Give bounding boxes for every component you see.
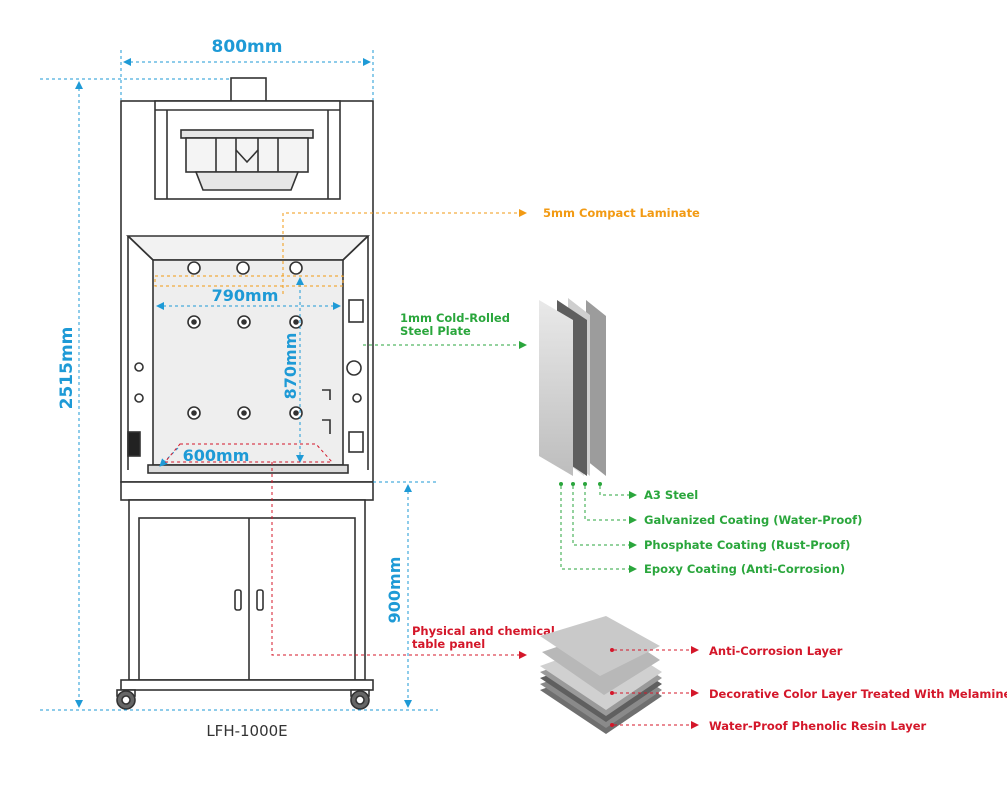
- table-panel-label-line-2: table panel: [412, 637, 485, 651]
- compact-laminate-leader: [154, 209, 527, 294]
- steel-plate-label-line-1: 1mm Cold-Rolled: [400, 311, 510, 325]
- table-panel-label-line-1: Physical and chemical: [412, 624, 555, 638]
- panel-layer-melamine: Decorative Color Layer Treated With Mela…: [709, 687, 1007, 701]
- steel-layer-leaders: [559, 482, 637, 573]
- inner-width-label: 790mm: [212, 286, 279, 305]
- steel-plate-label: 1mm Cold-Rolled Steel Plate: [400, 311, 514, 338]
- countertop: [120, 481, 374, 501]
- gas-valve: [346, 360, 362, 376]
- steel-plate-layers: [539, 298, 606, 476]
- model-name: LFH-1000E: [206, 722, 287, 740]
- steel-layer-phosphate: Phosphate Coating (Rust-Proof): [644, 538, 850, 552]
- dimension-lines: [40, 50, 438, 711]
- inner-height-label: 870mm: [281, 333, 300, 400]
- a3-steel-layer: [586, 300, 606, 476]
- fume-hood: [116, 77, 374, 710]
- casters: [116, 689, 370, 710]
- exhaust-duct: [230, 77, 267, 103]
- panel-layer-anti-corrosion: Anti-Corrosion Layer: [709, 644, 843, 658]
- steel-layer-epoxy: Epoxy Coating (Anti-Corrosion): [644, 562, 845, 576]
- switch-panel: [348, 299, 364, 323]
- steel-layer-galvanized: Galvanized Coating (Water-Proof): [644, 513, 862, 527]
- socket: [348, 431, 364, 453]
- anti-corrosion-layer: [540, 616, 660, 676]
- panel-layer-phenolic: Water-Proof Phenolic Resin Layer: [709, 719, 927, 733]
- height-overall-label: 2515mm: [57, 327, 77, 410]
- table-panel-leader: [163, 443, 527, 659]
- panel-layer-leaders: [610, 646, 699, 729]
- table-panel-label: Physical and chemical table panel: [412, 624, 559, 651]
- cabinet-height-label: 900mm: [385, 557, 404, 624]
- width-overall-label: 800mm: [212, 37, 283, 57]
- compact-laminate-label: 5mm Compact Laminate: [543, 206, 700, 220]
- sash-top: [126, 235, 370, 261]
- epoxy-layer: [539, 300, 573, 476]
- table-panel-layers: [540, 616, 662, 734]
- steel-layer-a3: A3 Steel: [644, 488, 698, 502]
- steel-plate-label-line-2: Steel Plate: [400, 324, 471, 338]
- inner-depth-label: 600mm: [183, 446, 250, 465]
- fan-housing: [180, 129, 314, 191]
- plinth: [120, 679, 374, 691]
